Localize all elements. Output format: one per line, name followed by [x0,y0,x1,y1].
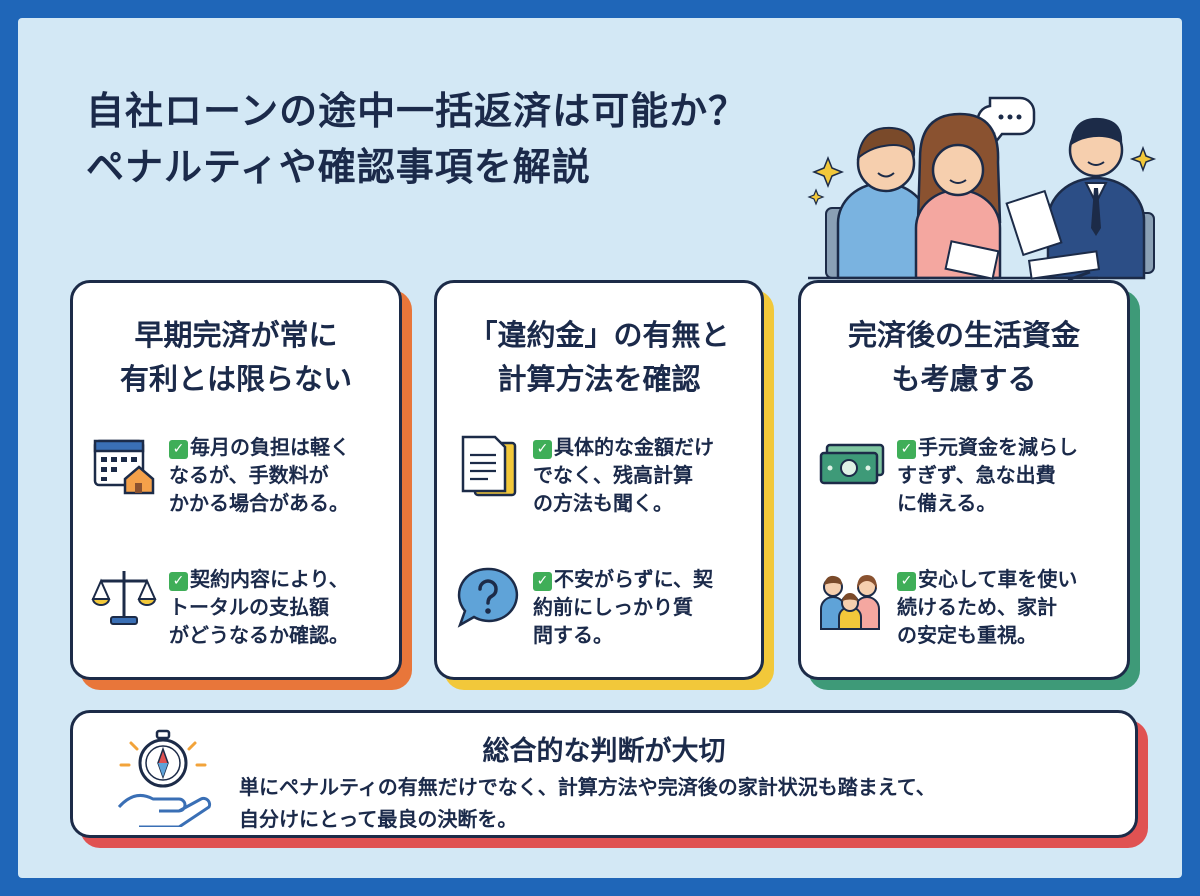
card-title-line2: 計算方法を確認 [497,362,701,396]
card-item-text: ✓毎月の負担は軽く なるが、手数料が かかる場合がある。 [169,435,350,515]
card-item: ✓具体的な金額だけ でなく、残高計算 の方法も聞く。 [455,433,751,543]
question-bubble-icon [457,567,519,628]
card-item-text: ✓不安がらずに、契 約前にしっかり質 問する。 [533,567,713,647]
page-title-line2: ペナルティや確認事項を解説 [86,145,591,189]
card-body: 完済後の生活資金 も考慮する ✓手元資金を減らし すぎず、急な出費 に備える。 [798,280,1130,680]
sparkle-icon [811,155,845,189]
tip-card-living-funds: 完済後の生活資金 も考慮する ✓手元資金を減らし すぎず、急な出費 に備える。 [798,280,1140,690]
card-title-line1: 早期完済が常に [134,318,338,352]
summary-title: 総合的な判断が大切 [482,736,726,767]
card-title-line2: 有利とは限らない [119,362,352,396]
card-item: ✓手元資金を減らし すぎず、急な出費 に備える。 [819,433,1117,543]
summary-line2: 自分けにとって最良の決断を。 [239,807,518,831]
calendar-house-icon [93,439,155,495]
checkmark-icon: ✓ [169,440,188,459]
scales-icon [91,571,157,625]
card-item: ✓不安がらずに、契 約前にしっかり質 問する。 [455,565,751,675]
card-item-text: ✓契約内容により、 トータルの支払額 がどうなるか確認。 [169,567,349,647]
checkmark-icon: ✓ [533,440,552,459]
tip-card-early-payoff: 早期完済が常に 有利とは限らない ✓毎月の負担は軽く なるが、手数料が かかる場… [70,280,412,690]
card-item-text: ✓具体的な金額だけ でなく、残高計算 の方法も聞く。 [533,435,714,515]
checkmark-icon: ✓ [533,572,552,591]
document-icon [461,435,517,497]
checkmark-icon: ✓ [897,572,916,591]
card-body: 早期完済が常に 有利とは限らない ✓毎月の負担は軽く なるが、手数料が かかる場… [70,280,402,680]
card-title: 完済後の生活資金 も考慮する [801,313,1127,401]
family-icon [820,575,880,630]
card-title-line2: も考慮する [891,362,1037,396]
consultation-illustration [807,96,1157,282]
summary-line1: 単にペナルティの有無だけでなく、計算方法や完済後の家計状況も踏まえて、 [239,775,936,799]
summary-card: 総合的な判断が大切 単にペナルティの有無だけでなく、計算方法や完済後の家計状況も… [70,710,1148,848]
card-item: ✓安心して車を使い 続けるため、家計 の安定も重視。 [819,565,1117,675]
checkmark-icon: ✓ [897,440,916,459]
summary-text: 単にペナルティの有無だけでなく、計算方法や完済後の家計状況も踏まえて、 自分けに… [239,771,1075,835]
banknote-icon [819,443,885,485]
card-title: 早期完済が常に 有利とは限らない [73,313,399,401]
card-item-text: ✓手元資金を減らし すぎず、急な出費 に備える。 [897,435,1078,515]
checkmark-icon: ✓ [169,572,188,591]
tip-card-penalty: 「違約金」の有無と 計算方法を確認 ✓具体的な金額だけ でなく、残高計算 の方法… [434,280,774,690]
card-body: 「違約金」の有無と 計算方法を確認 ✓具体的な金額だけ でなく、残高計算 の方法… [434,280,764,680]
card-item: ✓契約内容により、 トータルの支払額 がどうなるか確認。 [91,565,389,675]
card-title: 「違約金」の有無と 計算方法を確認 [437,313,761,401]
infographic-panel: 自社ローンの途中一括返済は可能か？ ペナルティや確認事項を解説 [18,18,1182,878]
sparkle-icon [807,188,825,206]
card-body: 総合的な判断が大切 単にペナルティの有無だけでなく、計算方法や完済後の家計状況も… [70,710,1138,838]
card-item: ✓毎月の負担は軽く なるが、手数料が かかる場合がある。 [91,433,389,543]
card-title-line1: 「違約金」の有無と [468,318,730,352]
page-title-line1: 自社ローンの途中一括返済は可能か？ [86,89,748,133]
compass-hand-icon [117,729,212,827]
card-title-line1: 完済後の生活資金 [847,318,1080,352]
sparkle-icon [1129,145,1157,173]
card-item-text: ✓安心して車を使い 続けるため、家計 の安定も重視。 [897,567,1078,647]
